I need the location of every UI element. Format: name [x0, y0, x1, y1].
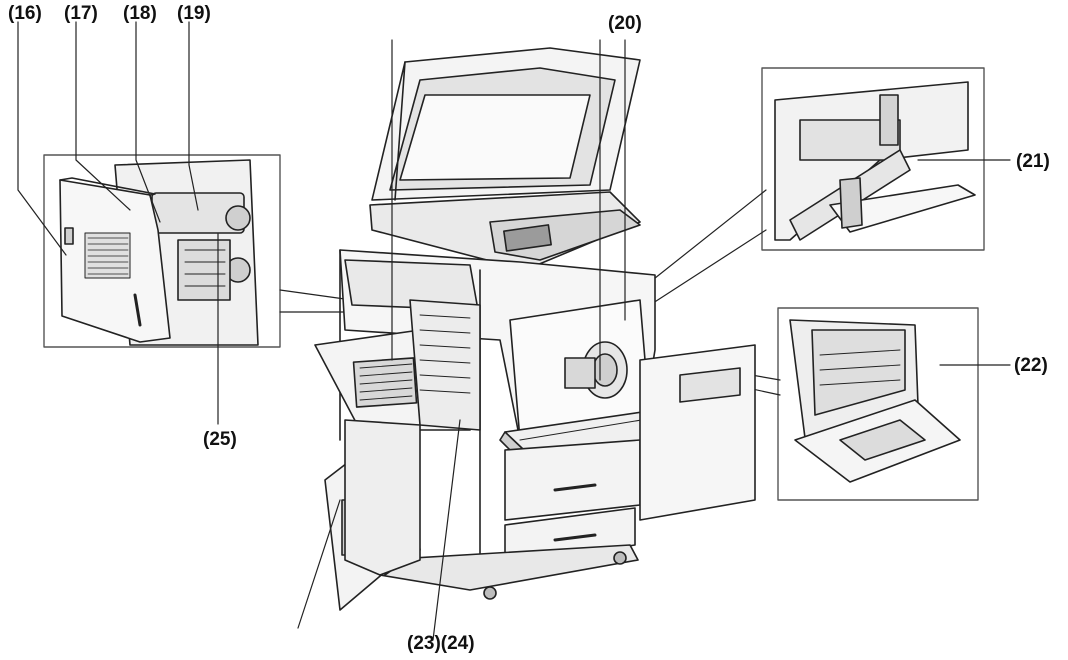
callout-19: (19): [177, 3, 211, 24]
inset-bypass-tray: [639, 67, 1011, 306]
callout-16: (16): [8, 3, 42, 24]
inset-document-cover: [664, 307, 1011, 501]
callout-18: (18): [123, 3, 157, 24]
inset-side-panel: [17, 21, 353, 425]
callout-22: (22): [1014, 355, 1048, 376]
callout-23-24: (23)(24): [407, 633, 475, 654]
callout-20: (20): [608, 13, 642, 34]
callout-17: (17): [64, 3, 98, 24]
callout-25: (25): [203, 429, 237, 450]
main-machine: [297, 39, 756, 641]
callout-21: (21): [1016, 151, 1050, 172]
